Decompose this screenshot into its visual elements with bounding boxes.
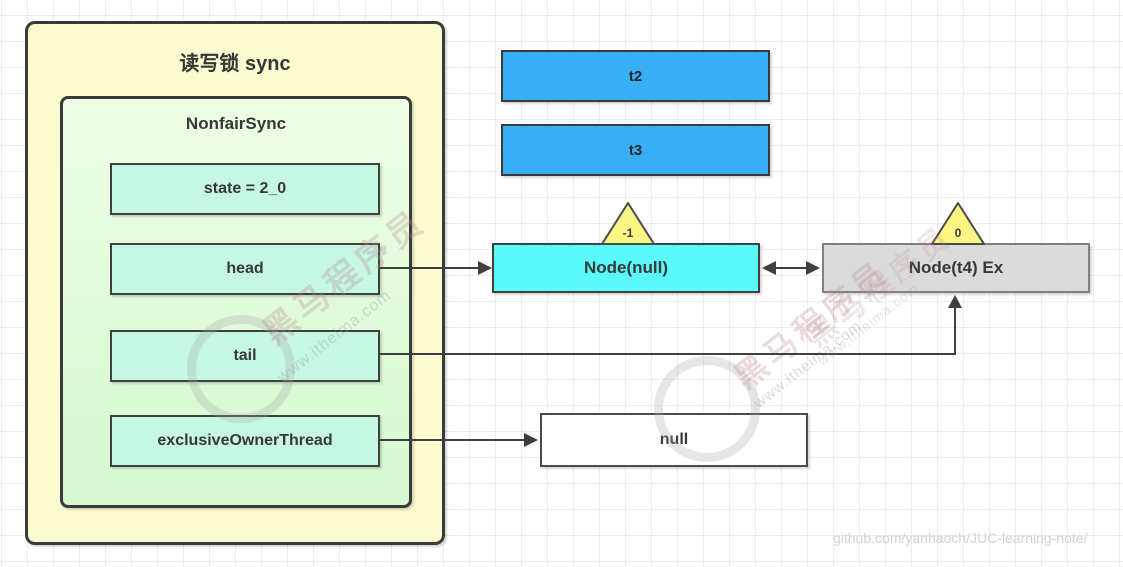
exclusive-owner-arrowhead-icon [524,433,538,447]
node-t4-box: Node(t4) Ex [822,243,1090,293]
tail-arrow-line-horizontal [380,353,956,355]
wait-status-triangle-node-t4: 0 [929,200,987,246]
field-tail: tail [110,330,380,382]
tail-arrowhead-icon [948,295,962,308]
watermark-site-text: www.itheima.com [750,317,865,412]
field-head: head [110,243,380,295]
node-link-arrowhead-right-icon [806,261,820,275]
tail-arrow-line-vertical [954,308,956,355]
wait-status-value: -1 [622,226,634,240]
head-arrow-line [380,267,480,269]
nonfairsync-container: NonfairSync state = 2_0 head tail exclus… [60,96,412,508]
rwlock-sync-title: 读写锁 sync [179,53,291,75]
head-arrowhead-icon [478,261,492,275]
field-exclusive-owner-thread: exclusiveOwnerThread [110,415,380,467]
wait-status-triangle-node-null: -1 [599,200,657,246]
node-null-box: Node(null) [492,243,760,293]
triangle-icon [601,202,655,245]
nonfairsync-title: NonfairSync [185,114,287,133]
field-state: state = 2_0 [110,163,380,215]
wait-status-value: 0 [954,226,962,240]
thread-box-t3: t3 [501,124,770,176]
null-value-box: null [540,413,808,467]
rwlock-sync-container: 读写锁 sync NonfairSync state = 2_0 head ta… [25,21,445,545]
triangle-icon [931,202,985,245]
exclusive-owner-arrow-line [380,439,526,441]
thread-box-t2: t2 [501,50,770,102]
node-link-arrowhead-left-icon [762,261,776,275]
node-link-line [774,267,808,269]
github-credit: github.com/yanhaoch/JUC-learning-note/ [833,530,1088,546]
